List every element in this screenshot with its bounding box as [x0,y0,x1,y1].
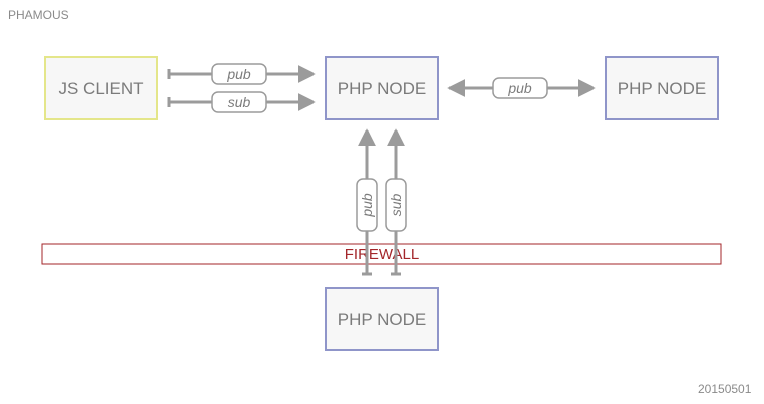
vertical-sub-connector: sub [385,128,407,276]
peer-pub-connector: pub [447,77,596,99]
php-node-right: PHP NODE [605,56,719,120]
peer-pub-label: pub [507,80,532,96]
client-sub-connector: sub [167,91,316,113]
php-node-right-label: PHP NODE [618,79,707,98]
diagram-title: PHAMOUS [8,8,69,22]
php-node-bottom-label: PHP NODE [338,310,427,329]
client-sub-label: sub [228,94,251,110]
vertical-pub-label: pub [359,193,375,218]
vertical-pub-connector: pub [356,128,378,276]
php-node-center: PHP NODE [325,56,439,120]
client-pub-connector: pub [167,63,316,85]
vertical-sub-label: sub [388,194,404,217]
php-node-bottom: PHP NODE [325,287,439,351]
js-client-label: JS CLIENT [58,79,143,98]
php-node-center-label: PHP NODE [338,79,427,98]
firewall: FIREWALL [41,243,722,265]
firewall-label: FIREWALL [345,246,419,263]
client-pub-label: pub [226,66,251,82]
diagram-date: 20150501 [698,382,752,396]
js-client-node: JS CLIENT [44,56,158,120]
